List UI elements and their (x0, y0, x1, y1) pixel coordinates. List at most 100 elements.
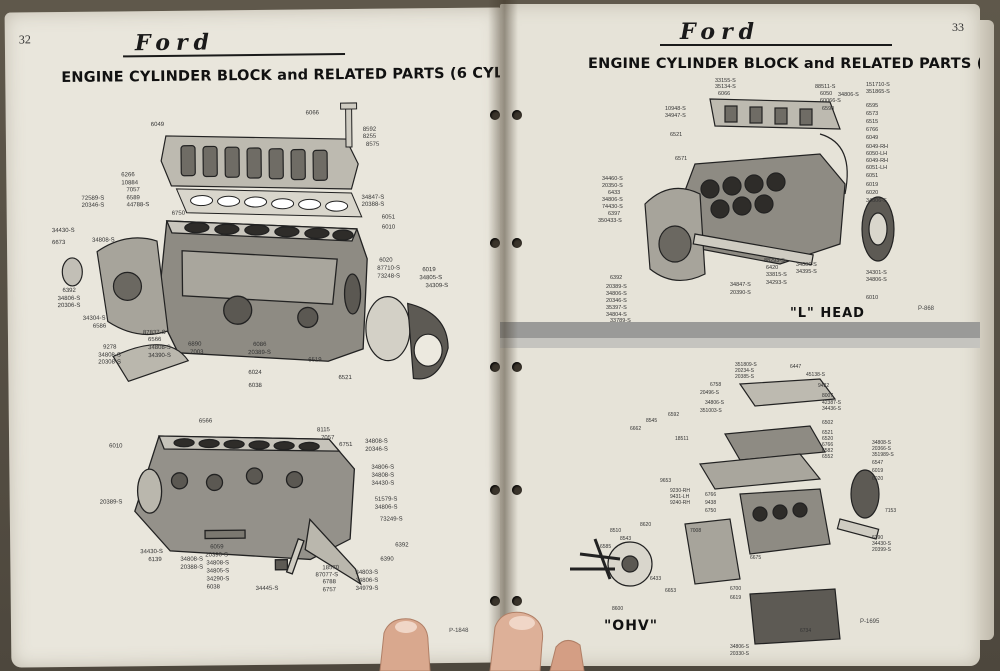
callout: 6433 (608, 190, 620, 196)
page-number-left: 32 (18, 32, 31, 47)
callout: 6020 (379, 258, 393, 264)
callout: 6502 (822, 420, 833, 426)
callout: 20366-S (872, 446, 892, 452)
callout: 34430-S (372, 481, 395, 487)
callout: 34430-S (140, 549, 163, 555)
callout: 6066 (306, 110, 320, 116)
callout: 34430-S (52, 228, 75, 234)
callout: 20306-S (58, 303, 81, 309)
callout: 87837-S (143, 330, 166, 336)
callout: 34808-S (371, 473, 394, 479)
callout: 34309-S (425, 283, 448, 289)
callout: 9422 (818, 383, 829, 389)
callout: 18511 (675, 436, 689, 442)
callout: 6390 (872, 535, 883, 541)
callout: 20350-S (602, 183, 623, 189)
callout: 8543 (620, 536, 631, 542)
callout: 6050 (820, 91, 832, 97)
page-title-right: ENGINE CYLINDER BLOCK and RELATED PARTS … (588, 56, 980, 72)
callout: 34847-S (362, 195, 385, 201)
callout: 34301-S (866, 270, 887, 276)
callout: 34806-S (371, 465, 394, 471)
callout: 6051-LH (866, 165, 887, 171)
callout: 34390-S (148, 353, 171, 359)
callout: 34805-S (206, 568, 229, 574)
callout: 42387-S (822, 400, 842, 406)
callout: 20346-S (606, 298, 627, 304)
right-page: 33 Ford ENGINE CYLINDER BLOCK and RELATE… (500, 4, 980, 666)
callout: 6582 (822, 448, 833, 454)
callout: 20346-S (82, 203, 105, 209)
book-edge (976, 20, 994, 640)
callout: 34979-S (356, 586, 379, 592)
ohv-engine-drawing (570, 378, 880, 645)
callout: 88511-S (815, 84, 836, 90)
callout: 20390-S (730, 290, 751, 296)
callout: 10884 (121, 180, 138, 186)
callout: 6521 (670, 132, 682, 138)
callout: 34445-S (256, 586, 279, 592)
callout: 6592 (668, 412, 679, 418)
callout: 35397-S (606, 305, 627, 311)
binding-hole (490, 110, 500, 120)
callout: 350433-S (598, 218, 622, 224)
callout: 6675 (750, 555, 761, 561)
callout: 6734 (800, 628, 811, 634)
callout: 9230-RH (670, 488, 690, 494)
six-cylinder-exploded-diagram: 6049 6266 10884 72589-S 20346-S 7057 658… (52, 102, 449, 389)
callout: 6589 (127, 195, 141, 201)
callout: 6010 (382, 225, 396, 231)
callout: 6750 (172, 211, 186, 217)
bare-block-drawing (134, 435, 362, 586)
callout: 6266 (121, 172, 135, 178)
callout: 18570 (322, 565, 339, 571)
ohv-callouts-right: 6447 45138-S 9422 8007 42387-S 34436-S 6… (730, 364, 896, 657)
callout: 8545 (646, 418, 657, 424)
binding-hole (512, 596, 522, 606)
callout: 20389-S (100, 499, 123, 505)
callout: 6020 (872, 476, 883, 482)
callout: 34806-S (730, 644, 750, 650)
logo-underline-right (660, 44, 892, 46)
callout: 8575 (366, 142, 380, 148)
callout: 6750 (705, 508, 716, 514)
callout: 20234-S (735, 368, 755, 374)
binding-hole (512, 362, 522, 372)
callout: 34293-S (766, 280, 787, 286)
callout: 20388-S (180, 565, 203, 571)
head-gasket-drawing (175, 188, 363, 218)
callout: 73249-S (380, 516, 403, 522)
ohv-callouts-left: 351809-S 20234-S 20385-S 6758 20496-S 34… (600, 362, 757, 612)
callout: 6585 (600, 544, 611, 550)
callout: 6788 (323, 579, 337, 585)
page-title-left: ENGINE CYLINDER BLOCK and RELATED PARTS … (61, 64, 508, 87)
callout: 73248-S (377, 273, 400, 279)
callout: 351809-S (735, 362, 757, 368)
callout: 20388-S (362, 202, 385, 208)
binding-hole (512, 238, 522, 248)
callout: 34804-S (606, 312, 627, 318)
callout: 51579-S (375, 497, 398, 503)
ohv-exploded-diagram: 351809-S 20234-S 20385-S 6758 20496-S 34… (570, 362, 896, 657)
callout: 20308-S (98, 359, 121, 365)
callout: 6521 (822, 430, 833, 436)
hand-fingers (379, 611, 585, 671)
l-head-engine-drawing (644, 98, 895, 281)
callout: 6397 (608, 211, 620, 217)
callout: 34304-S (83, 316, 106, 322)
bolt-drawing (340, 102, 358, 148)
callout: 6521 (338, 375, 352, 381)
l-head-callouts-right: 88511-S 6050 60066-S 6590 151710-S 35186… (730, 82, 890, 301)
callout: 6038 (207, 584, 221, 590)
callout: 6566 (199, 418, 213, 424)
callout: 6757 (323, 587, 337, 593)
callout: 6049 (866, 135, 878, 141)
callout: 33155-S (715, 78, 736, 84)
callout: 6673 (52, 240, 66, 246)
callouts-left-upper: 6049 6266 10884 72589-S 20346-S 7057 658… (52, 122, 186, 366)
page-number-right: 33 (952, 20, 964, 34)
callout: 6758 (710, 382, 721, 388)
binding-hole (512, 110, 522, 120)
callout: 6049 (151, 122, 165, 128)
